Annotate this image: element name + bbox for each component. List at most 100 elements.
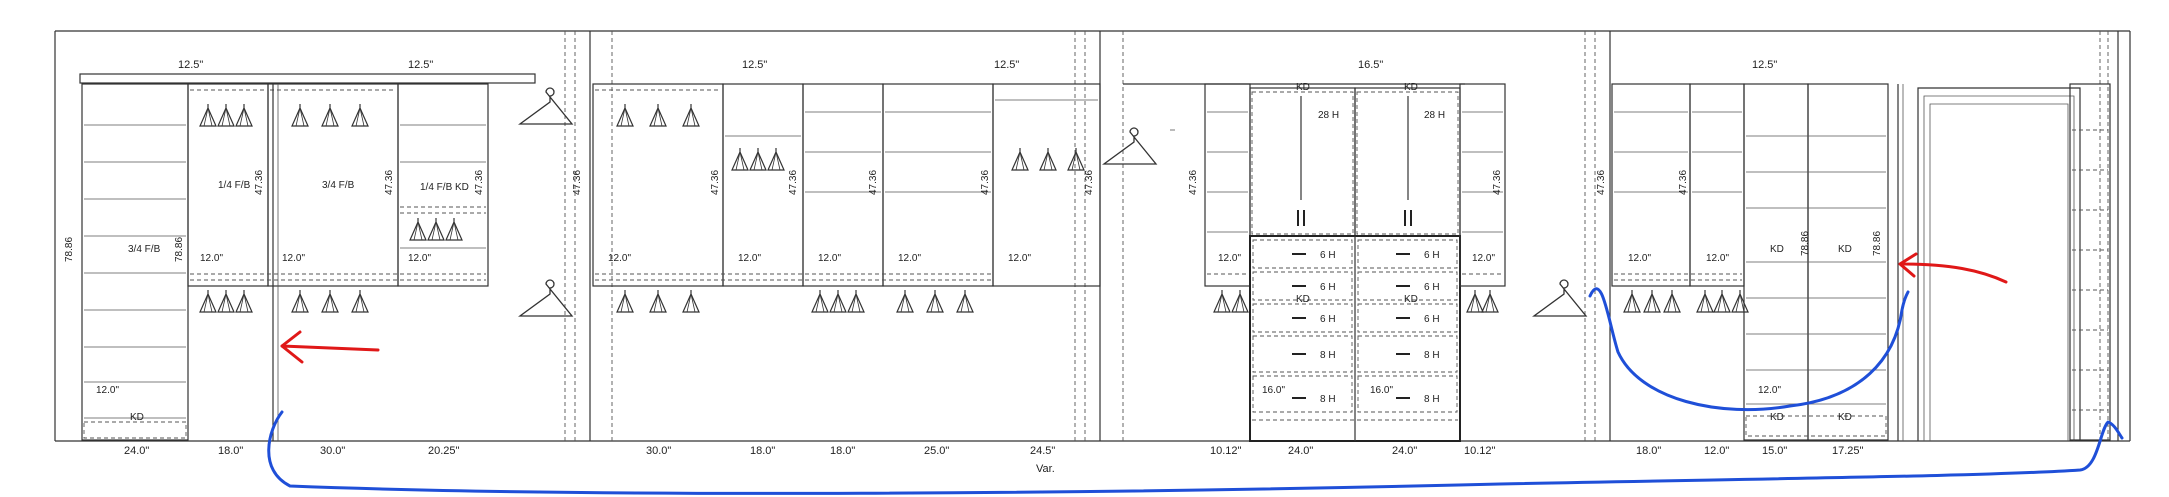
height-label-upper: 47.36 — [1188, 170, 1199, 195]
width-label: 30.0" — [646, 445, 671, 457]
shelf-depth-label: 12.0" — [818, 253, 841, 264]
width-labels: 24.0" 18.0" 30.0" 20.25" 30.0" 18.0" 18.… — [124, 445, 1864, 475]
door-labels: 28 H 28 H — [1318, 110, 1445, 121]
drawer-labels: 6 H 6 H 6 H 6 H 6 H 6 H 8 H 8 H 8 H 8 H — [1292, 250, 1440, 405]
fraction-label: 3/4 F/B — [322, 180, 355, 191]
fraction-label: 1/4 F/B — [218, 180, 251, 191]
kd-label: KD — [1404, 82, 1418, 93]
height-label-upper: 47.36 — [1596, 170, 1607, 195]
height-label-upper: 47.36 — [1678, 170, 1689, 195]
kd-label: KD — [1838, 412, 1852, 423]
depth-labels: 12.5" 12.5" 12.5" 12.5" 16.5" 12.5" — [178, 59, 1777, 71]
width-label: 10.12" — [1210, 445, 1242, 457]
overall-width-label: Var. — [1036, 463, 1055, 475]
wall-section-3 — [1123, 83, 1506, 442]
kd-label: KD — [1296, 82, 1310, 93]
shelf-depth-label: 16.0" — [1262, 385, 1285, 396]
kd-label: KD — [1296, 294, 1310, 305]
height-label-overall-right-1: 78.86 — [1800, 231, 1811, 256]
width-label: 25.0" — [924, 445, 949, 457]
blue-connector-top — [1588, 287, 1910, 412]
depth-label: 12.5" — [178, 59, 203, 71]
shelf-depth-label: 12.0" — [282, 253, 305, 264]
shelf-depth-label: 12.0" — [408, 253, 431, 264]
drawer-label: 6 H — [1320, 314, 1336, 325]
height-label-upper: 47.36 — [788, 170, 799, 195]
width-label: 17.25" — [1832, 445, 1864, 457]
shelf-depth-label: 16.0" — [1370, 385, 1393, 396]
shelf-depth-labels: 12.0" 12.0" 12.0" 12.0" 12.0" 12.0" 12.0… — [96, 253, 1781, 396]
red-arrow-right — [1898, 252, 2008, 284]
hanger-icon — [199, 103, 1749, 313]
kd-labels: KD KD KD KD KD KD KD KD KD — [130, 82, 1852, 423]
depth-label: 16.5" — [1358, 59, 1383, 71]
width-label: 24.0" — [124, 445, 149, 457]
fraction-labels: 1/4 F/B 3/4 F/B 1/4 F/B KD 3/4 F/B — [128, 180, 469, 255]
height-label-upper: 47.36 — [384, 170, 395, 195]
kd-label: KD — [1770, 412, 1784, 423]
height-label-upper: 47.36 — [868, 170, 879, 195]
height-label-overall-mid: 78.86 — [174, 237, 185, 262]
width-label: 10.12" — [1464, 445, 1496, 457]
width-label: 18.0" — [218, 445, 243, 457]
wall-section-4 — [1611, 83, 2111, 441]
wall-section-1 — [79, 73, 536, 441]
height-label-upper: 47.36 — [980, 170, 991, 195]
height-label-upper: 47.36 — [710, 170, 721, 195]
shelf-depth-label: 12.0" — [1628, 253, 1651, 264]
shelf-depth-label: 12.0" — [1218, 253, 1241, 264]
wall-section-2 — [592, 83, 1175, 287]
depth-label: 12.5" — [408, 59, 433, 71]
kd-label: KD — [1838, 244, 1852, 255]
drawer-label: 8 H — [1320, 394, 1336, 405]
drawer-label: 8 H — [1424, 394, 1440, 405]
shelf-depth-label: 12.0" — [898, 253, 921, 264]
width-label: 18.0" — [750, 445, 775, 457]
height-label-overall: 78.86 — [64, 237, 75, 262]
drawer-label: 8 H — [1424, 350, 1440, 361]
kd-label: KD — [1770, 244, 1784, 255]
hanging-garments — [199, 87, 1749, 317]
width-label: 12.0" — [1704, 445, 1729, 457]
drawer-label: 6 H — [1424, 314, 1440, 325]
right-narrow-tower — [2069, 83, 2111, 441]
drawing-frame — [54, 30, 2131, 442]
drawer-label: 6 H — [1320, 282, 1336, 293]
fraction-label: 3/4 F/B — [128, 244, 161, 255]
width-label: 15.0" — [1762, 445, 1787, 457]
height-label-upper: 47.36 — [1492, 170, 1503, 195]
height-labels: 78.86 78.86 78.86 78.86 47.36 47.36 47.3… — [64, 170, 1883, 262]
width-label: 30.0" — [320, 445, 345, 457]
shelf-depth-label: 12.0" — [1758, 385, 1781, 396]
height-label-upper: 47.36 — [572, 170, 583, 195]
fraction-label: 1/4 F/B KD — [420, 182, 469, 193]
shelf-depth-label: 12.0" — [608, 253, 631, 264]
width-label: 20.25" — [428, 445, 460, 457]
width-label: 18.0" — [830, 445, 855, 457]
shelf-depth-label: 12.0" — [200, 253, 223, 264]
height-label-upper: 47.36 — [474, 170, 485, 195]
shelf-depth-label: 12.0" — [96, 385, 119, 396]
shelf-depth-label: 12.0" — [1706, 253, 1729, 264]
kd-label: KD — [1404, 294, 1418, 305]
shelf-depth-label: 12.0" — [738, 253, 761, 264]
height-label-overall-right-2: 78.86 — [1872, 231, 1883, 256]
height-label-upper: 47.36 — [1084, 170, 1095, 195]
red-arrow-left — [280, 330, 380, 364]
drawer-stack — [1249, 235, 1461, 442]
width-label: 24.0" — [1392, 445, 1417, 457]
door-label: 28 H — [1318, 110, 1339, 121]
height-label-upper: 47.36 — [254, 170, 265, 195]
depth-label: 12.5" — [1752, 59, 1777, 71]
depth-label: 12.5" — [742, 59, 767, 71]
width-label: 24.5" — [1030, 445, 1055, 457]
blue-connector-bottom — [267, 410, 2124, 495]
depth-label: 12.5" — [994, 59, 1019, 71]
drawer-label: 6 H — [1424, 282, 1440, 293]
width-label: 18.0" — [1636, 445, 1661, 457]
kd-label: KD — [130, 412, 144, 423]
drawer-label: 6 H — [1320, 250, 1336, 261]
shelf-depth-label: 12.0" — [1008, 253, 1031, 264]
width-label: 24.0" — [1288, 445, 1313, 457]
